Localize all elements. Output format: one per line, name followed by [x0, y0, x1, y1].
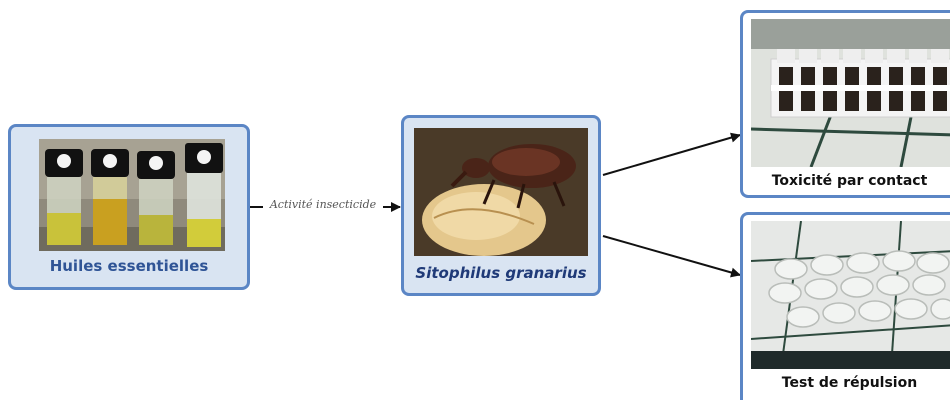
arrow-insect-to-contact: [603, 135, 740, 175]
node-label-essential-oils: Huiles essentielles: [11, 257, 247, 275]
edge-label-insecticidal-activity: Activité insecticide: [263, 198, 383, 211]
weevil-on-grain-image: [414, 128, 588, 256]
essential-oil-vials-image: [39, 139, 225, 251]
node-contact-toxicity: Toxicité par contact: [740, 10, 950, 198]
test-tube-rack-image: [751, 19, 950, 167]
node-label-contact-toxicity: Toxicité par contact: [743, 173, 950, 189]
node-essential-oils: Huiles essentielles: [8, 124, 250, 290]
node-label-sitophilus-granarius: Sitophilus granarius: [404, 264, 598, 282]
node-sitophilus-granarius: Sitophilus granarius: [401, 115, 601, 296]
node-repulsion-test: Test de répulsion: [740, 212, 950, 400]
arrow-insect-to-repulsion: [603, 236, 740, 275]
petri-dishes-image: [751, 221, 950, 369]
node-label-repulsion-test: Test de répulsion: [743, 375, 950, 391]
